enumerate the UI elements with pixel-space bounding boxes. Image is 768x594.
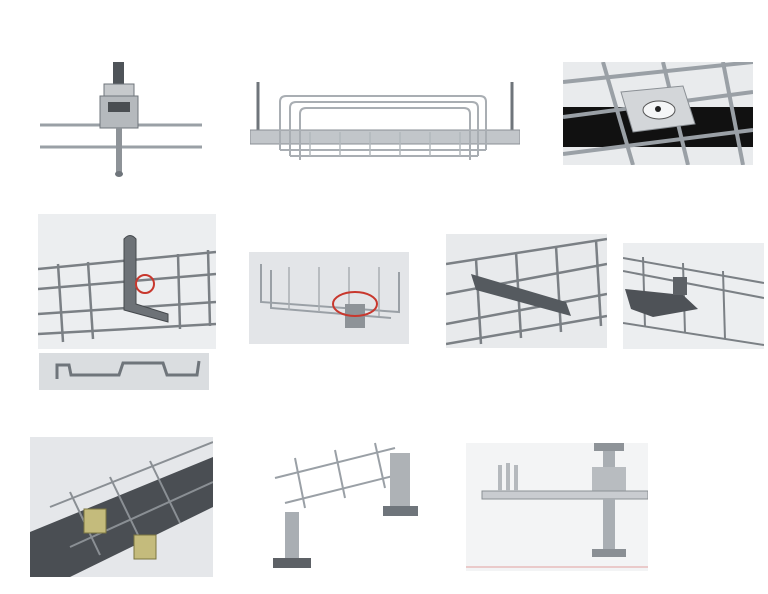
wall-bracket-icon xyxy=(38,214,216,349)
floor-box-icon xyxy=(563,62,753,165)
pedestal-support-photo xyxy=(255,438,418,575)
raised-floor-icon xyxy=(466,443,648,571)
trapeze-hanger-icon xyxy=(250,82,520,160)
end-bracket-icon xyxy=(623,243,764,349)
side-bracket-photo xyxy=(446,234,607,348)
raised-floor-support-photo xyxy=(466,443,648,571)
end-bracket-photo xyxy=(623,243,764,349)
threaded-rod-clamp-icon xyxy=(40,62,202,178)
wall-bracket-photo xyxy=(38,214,216,349)
center-support-photo xyxy=(249,252,409,344)
center-support-icon xyxy=(249,252,409,344)
bent-strip-photo xyxy=(39,353,209,390)
pedestal-icon xyxy=(255,438,418,575)
floor-clip-icon xyxy=(30,437,213,577)
rod-clamp-photo xyxy=(40,62,202,178)
floor-clip-photo xyxy=(30,437,213,577)
floor-box-grid-photo xyxy=(563,62,753,165)
side-bracket-icon xyxy=(446,234,607,348)
bent-strip-icon xyxy=(39,353,209,390)
trapeze-hanger-photo xyxy=(250,82,520,160)
